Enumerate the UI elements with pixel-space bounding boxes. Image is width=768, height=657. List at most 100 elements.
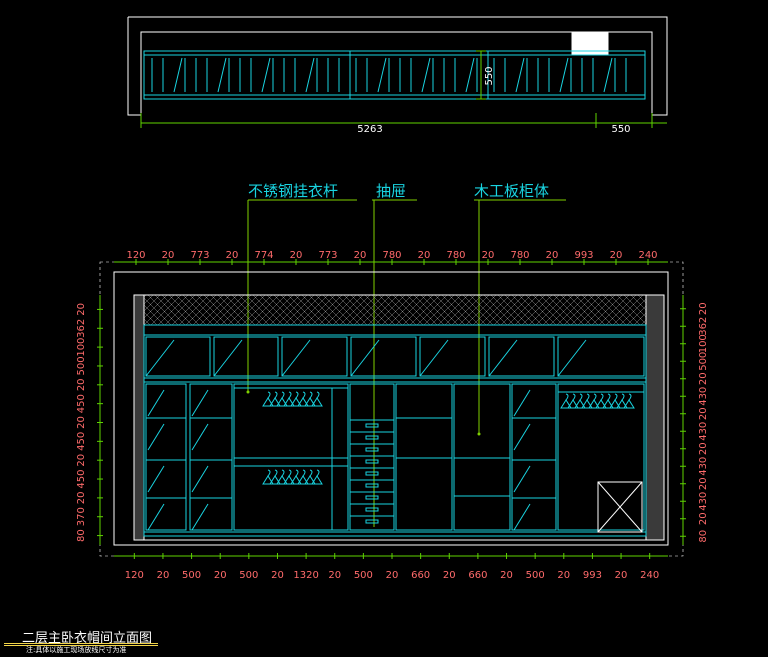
right-hanging-bay bbox=[557, 383, 645, 531]
dim-label: 100 bbox=[698, 334, 709, 353]
hanger bbox=[262, 397, 274, 407]
hanger-hook bbox=[295, 469, 299, 477]
hanger-hook bbox=[295, 391, 299, 399]
dim-label: 20 bbox=[328, 570, 341, 581]
dim-label: 20 bbox=[76, 378, 87, 391]
hanger-hook bbox=[302, 469, 306, 477]
dim-label: 780 bbox=[510, 250, 529, 261]
dim-label: 774 bbox=[254, 250, 273, 261]
hanger-hook bbox=[267, 469, 271, 477]
plan-cabinet bbox=[143, 50, 646, 100]
dim-label: 20 bbox=[500, 570, 513, 581]
shelf-diag bbox=[147, 423, 165, 451]
plan-slat bbox=[465, 57, 475, 93]
drawer-handle bbox=[365, 483, 379, 488]
dim-label: 20 bbox=[157, 570, 170, 581]
right-wall bbox=[645, 294, 665, 541]
dim-label: 370 bbox=[76, 507, 87, 526]
shelf-diag bbox=[191, 423, 209, 451]
hanger-hook bbox=[586, 393, 590, 401]
shelf-diag bbox=[191, 465, 209, 493]
dim-label: 450 bbox=[76, 394, 87, 413]
cabinet-body bbox=[143, 324, 647, 537]
shelf-diag bbox=[147, 389, 165, 417]
plan-slat bbox=[305, 57, 315, 93]
dim-label: 993 bbox=[574, 250, 593, 261]
hanger bbox=[560, 399, 572, 409]
dim-label: 20 bbox=[214, 570, 227, 581]
upper-door bbox=[350, 336, 417, 377]
plan-dimensions bbox=[140, 50, 667, 128]
dim-label: 430 bbox=[698, 387, 709, 406]
dim-label: 240 bbox=[640, 570, 659, 581]
drawer-handle bbox=[365, 423, 379, 428]
hanger-hook bbox=[600, 393, 604, 401]
title-underline-1 bbox=[4, 643, 158, 644]
safe-diag bbox=[597, 481, 643, 533]
drawer-column bbox=[349, 383, 395, 531]
dim-label: 1320 bbox=[293, 570, 318, 581]
drawer-handle bbox=[365, 507, 379, 512]
dim-label: 430 bbox=[698, 457, 709, 476]
hanger-hook bbox=[621, 393, 625, 401]
dim-label: 20 bbox=[698, 372, 709, 385]
dim-label: 993 bbox=[583, 570, 602, 581]
hanger-hook bbox=[572, 393, 576, 401]
hanger bbox=[283, 475, 295, 485]
hanger bbox=[262, 475, 274, 485]
dim-label: 80 bbox=[76, 529, 87, 542]
hanger bbox=[616, 399, 628, 409]
dim-label: 773 bbox=[318, 250, 337, 261]
hanger-hook bbox=[274, 391, 278, 399]
shelf-diag bbox=[513, 503, 531, 531]
hanger bbox=[276, 397, 288, 407]
door-swing bbox=[419, 339, 449, 377]
dim-label: 20 bbox=[226, 250, 239, 261]
hanger bbox=[304, 475, 316, 485]
dim-label: 20 bbox=[546, 250, 559, 261]
shelf-diag bbox=[191, 389, 209, 417]
plan-slat bbox=[173, 57, 183, 93]
plan-view: 5263 550 550 bbox=[127, 16, 668, 135]
hanger bbox=[269, 397, 281, 407]
door-swing bbox=[488, 339, 518, 377]
dim-label: 500 bbox=[354, 570, 373, 581]
dim-label: 20 bbox=[557, 570, 570, 581]
dim-label: 20 bbox=[162, 250, 175, 261]
hanger-hook bbox=[565, 393, 569, 401]
dim-label: 20 bbox=[76, 454, 87, 467]
dim-label: 362 bbox=[698, 317, 709, 336]
upper-door bbox=[281, 336, 348, 377]
drawer-handle bbox=[365, 459, 379, 464]
safe-box bbox=[597, 481, 643, 533]
dim-label: 20 bbox=[271, 570, 284, 581]
left-wall bbox=[133, 294, 145, 541]
dim-label: 80 bbox=[698, 530, 709, 543]
soffit-hatch bbox=[143, 294, 647, 326]
dim-label: 20 bbox=[76, 492, 87, 505]
hanger bbox=[574, 399, 586, 409]
door-swing bbox=[213, 339, 243, 377]
plan-dim-depth: 550 bbox=[484, 66, 495, 85]
dim-label: 500 bbox=[182, 570, 201, 581]
dim-label: 660 bbox=[468, 570, 487, 581]
plan-slat bbox=[559, 57, 569, 93]
upper-door bbox=[213, 336, 279, 377]
hanger bbox=[290, 475, 302, 485]
door-swing bbox=[145, 339, 175, 377]
dim-label: 20 bbox=[698, 442, 709, 455]
hanger bbox=[311, 397, 323, 407]
dim-label: 20 bbox=[76, 416, 87, 429]
plan-slat bbox=[217, 57, 227, 93]
plan-dim-width: 5263 bbox=[357, 124, 382, 135]
dim-label: 100 bbox=[76, 338, 87, 357]
callouts: 不锈钢挂衣杆 抽屉 木工板柜体 bbox=[246, 182, 566, 527]
hanger-hook bbox=[309, 469, 313, 477]
dim-label: 20 bbox=[698, 302, 709, 315]
title-underline-2 bbox=[4, 645, 158, 646]
drawer-handle bbox=[365, 435, 379, 440]
shelf-bay bbox=[511, 383, 557, 531]
